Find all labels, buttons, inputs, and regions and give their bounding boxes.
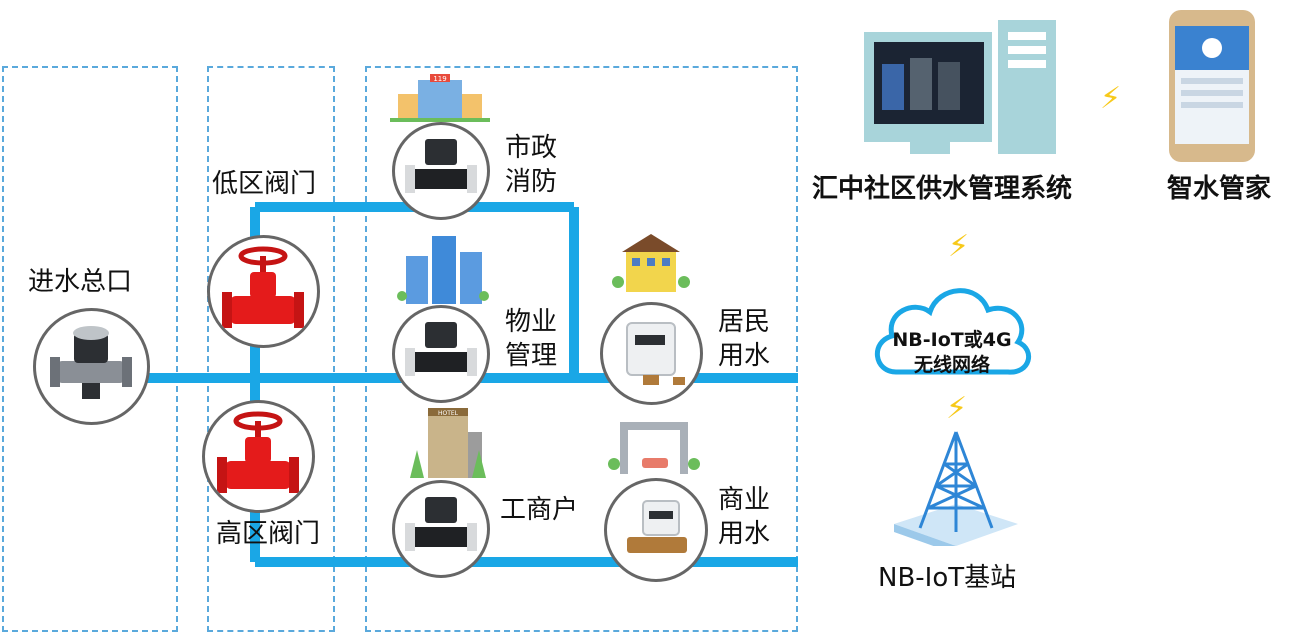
commercial-label-2: 用水 [718,519,771,549]
property-label-1: 物业 [505,307,558,337]
municipal-label-1: 市政 [505,133,558,163]
municipal-meter [392,122,490,220]
lightning-icon: ⚡ [946,391,968,426]
network-label-1: NB-IoT或4G [892,329,1012,351]
water-meter-icon [405,322,477,376]
high-valve-label: 高区阀门 [216,519,321,549]
network-label-2: 无线网络 [913,354,990,376]
resident-label-2: 用水 [718,341,771,371]
water-meter-icon [50,326,132,399]
building-icon: HOTEL [410,408,486,478]
inlet-label: 进水总口 [28,267,133,297]
fire-sign: 119 [433,75,446,83]
building-icon [397,236,489,304]
commercial-label-1: 商业 [718,485,771,515]
water-meter-icon [627,500,687,553]
gate-valve-icon [217,411,299,493]
water-meter-icon [405,497,477,551]
municipal-label-2: 消防 [505,167,558,197]
users-zone [365,66,798,632]
tower-icon [894,431,1018,546]
cloud-icon [874,288,1031,375]
inlet-meter [33,308,150,425]
house-icon [612,234,690,292]
lightning-icon: ⚡ [948,229,970,264]
high-gate-valve [202,400,315,513]
low-valve-label: 低区阀门 [212,169,317,199]
valve-zone [207,66,335,632]
lightning-icon: ⚡ [1100,81,1122,116]
computer-icon [864,20,1056,154]
inlet-zone [2,66,178,632]
property-meter [392,305,490,403]
hotel-sign: HOTEL [438,410,459,417]
system-label: 汇中社区供水管理系统 [812,174,1073,204]
commercial-meter [604,478,708,582]
resident-label-1: 居民 [718,307,771,337]
station-label: NB-IoT基站 [878,563,1017,593]
phone-icon [1169,10,1255,162]
water-meter-icon [405,139,477,193]
merchant-label: 工商户 [500,495,579,525]
property-label-2: 管理 [505,341,558,371]
merchant-meter [392,480,490,578]
low-gate-valve [207,235,320,348]
car-wash-icon [608,422,700,474]
building-icon: 119 [390,74,490,122]
app-label: 智水管家 [1167,174,1272,204]
water-meter-icon [626,322,685,385]
gate-valve-icon [222,246,304,328]
resident-meter [600,302,703,405]
